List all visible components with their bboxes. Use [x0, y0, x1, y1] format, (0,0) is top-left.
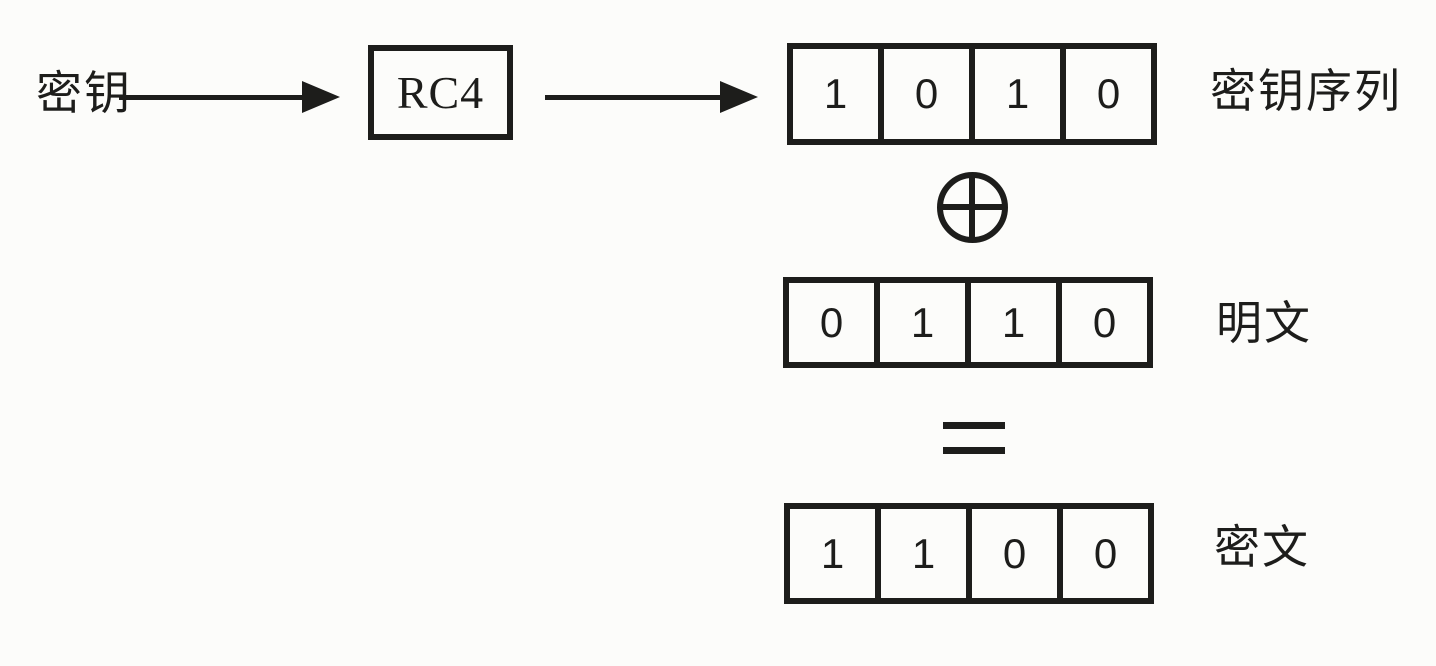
bit-cell: 0	[1060, 43, 1157, 145]
bit-cell: 1	[965, 277, 1062, 368]
arrow-shaft	[545, 95, 727, 100]
bit-cell: 0	[1057, 503, 1154, 604]
bit-cell: 0	[966, 503, 1063, 604]
arrow-key-to-rc4	[119, 81, 340, 113]
bit-cell: 1	[787, 43, 884, 145]
key-label: 密钥	[36, 68, 132, 119]
xor-icon	[937, 172, 1008, 243]
bit-cell: 1	[875, 503, 972, 604]
arrow-shaft	[119, 95, 309, 100]
rc4-box: RC4	[368, 45, 513, 140]
equals-icon	[943, 422, 1005, 454]
ciphertext-label: 密文	[1214, 522, 1310, 573]
bit-cell: 0	[783, 277, 880, 368]
plaintext-label: 明文	[1216, 298, 1312, 349]
bit-cell: 1	[969, 43, 1066, 145]
bit-cell: 1	[874, 277, 971, 368]
arrow-rc4-to-keystream	[545, 81, 758, 113]
plaintext-bit-row: 0 1 1 0	[783, 277, 1153, 368]
bit-cell: 0	[1056, 277, 1153, 368]
equals-top-bar	[943, 422, 1005, 429]
bit-cell: 1	[784, 503, 881, 604]
keystream-bit-row: 1 0 1 0	[787, 43, 1157, 145]
ciphertext-bit-row: 1 1 0 0	[784, 503, 1154, 604]
rc4-box-label: RC4	[396, 66, 485, 118]
bit-cell: 0	[878, 43, 975, 145]
xor-vertical-bar	[969, 175, 975, 240]
arrow-head-icon	[302, 81, 340, 113]
equals-bottom-bar	[943, 447, 1005, 454]
keystream-label: 密钥序列	[1210, 66, 1402, 117]
arrow-head-icon	[720, 81, 758, 113]
